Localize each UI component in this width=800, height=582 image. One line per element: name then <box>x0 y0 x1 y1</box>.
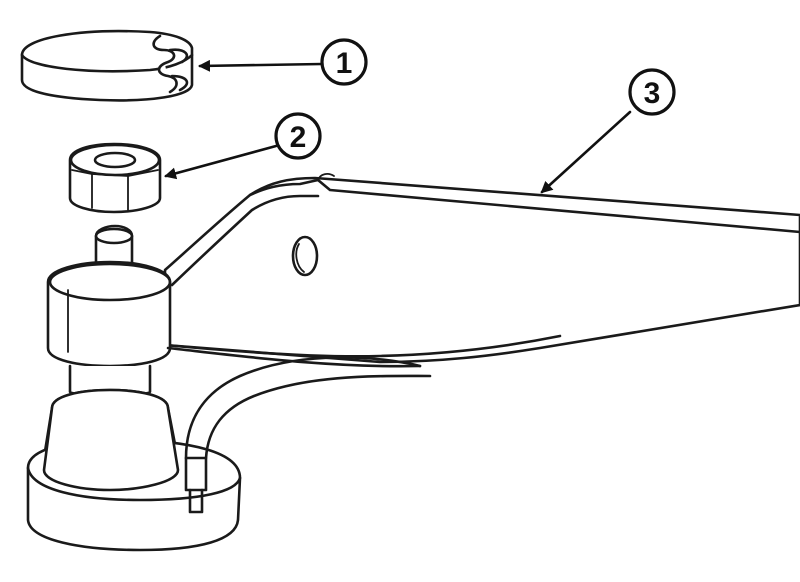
callout-3: 3 <box>540 68 676 194</box>
callout-1-label: 1 <box>336 47 353 80</box>
callout-2: 2 <box>164 112 322 180</box>
hex-nut <box>68 142 162 214</box>
control-arm <box>163 173 800 364</box>
cotter-clip <box>20 29 194 102</box>
callout-2-label: 2 <box>290 121 307 154</box>
ball-joint <box>26 224 432 552</box>
callout-3-label: 3 <box>644 77 661 110</box>
callout-1: 1 <box>198 38 368 86</box>
